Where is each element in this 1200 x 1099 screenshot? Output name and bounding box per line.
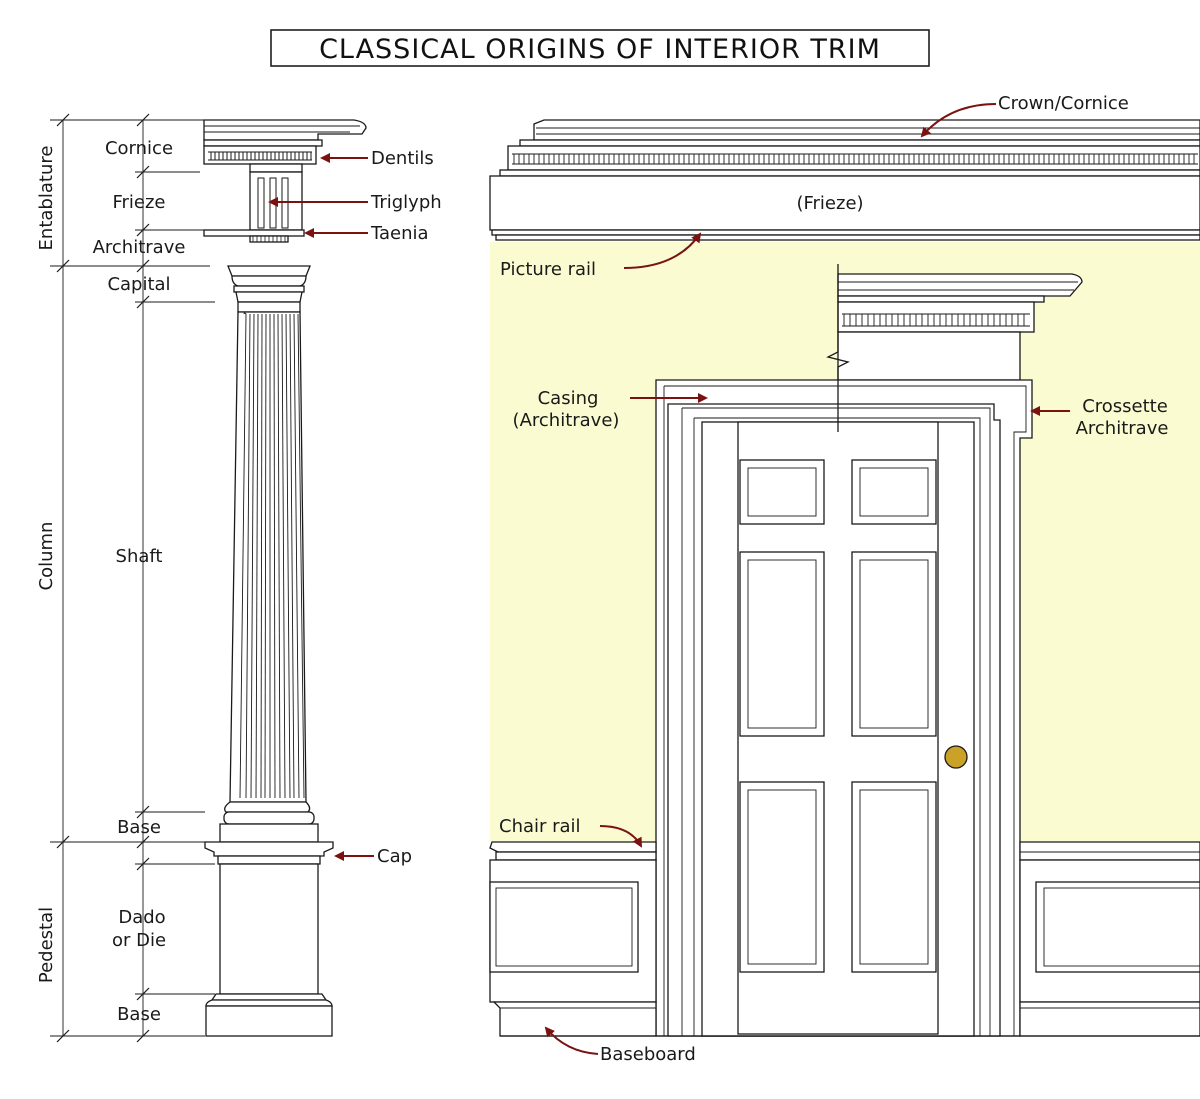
label-pedestal: Pedestal [36,907,57,983]
column-flutes [239,312,305,799]
callout-cap: Cap [377,846,412,867]
diagram-title: CLASSICAL ORIGINS OF INTERIOR TRIM [319,34,881,65]
label-architrave: Architrave [93,237,186,258]
wall-dentils [512,153,1198,165]
callout-taenia: Taenia [370,223,429,244]
wall-elevation: (Frieze) [489,119,1200,1037]
wall-frieze-label: (Frieze) [796,193,863,214]
callout-dentils: Dentils [371,148,434,169]
pedestal-dado [219,863,319,995]
callout-crown: Crown/Cornice [998,93,1129,114]
label-cornice: Cornice [105,138,173,159]
callout-triglyph: Triglyph [370,192,442,213]
label-or-die: or Die [112,930,166,951]
label-frieze: Frieze [112,192,165,213]
head-dentils [842,313,1030,327]
title-block: CLASSICAL ORIGINS OF INTERIOR TRIM [270,29,930,67]
column-drawing [203,119,367,1037]
callout-baseboard: Baseboard [600,1044,696,1065]
label-shaft: Shaft [116,546,163,567]
label-capital: Capital [107,274,170,295]
callout-casing-architrave: (Architrave) [513,410,620,431]
callout-crossette-architrave: Architrave [1076,418,1169,439]
door-knob [944,745,968,769]
label-column: Column [36,522,57,591]
callout-picture-rail: Picture rail [500,259,596,280]
label-dado: Dado [118,907,165,928]
callout-chair-rail: Chair rail [499,816,581,837]
door-panels [739,459,937,973]
label-base: Base [117,817,161,838]
wall-callouts: Crown/Cornice Picture rail Casing (Archi… [499,93,1168,1065]
label-pedestal-base: Base [117,1004,161,1025]
callout-crossette: Crossette [1082,396,1168,417]
column-dentils [208,151,312,161]
callout-casing: Casing [538,388,599,409]
dimension-lines: Entablature Column Pedestal Cornice Frie… [36,113,250,1043]
column-callouts: Dentils Triglyph Taenia Cap [268,148,442,867]
label-entablature: Entablature [36,146,57,251]
